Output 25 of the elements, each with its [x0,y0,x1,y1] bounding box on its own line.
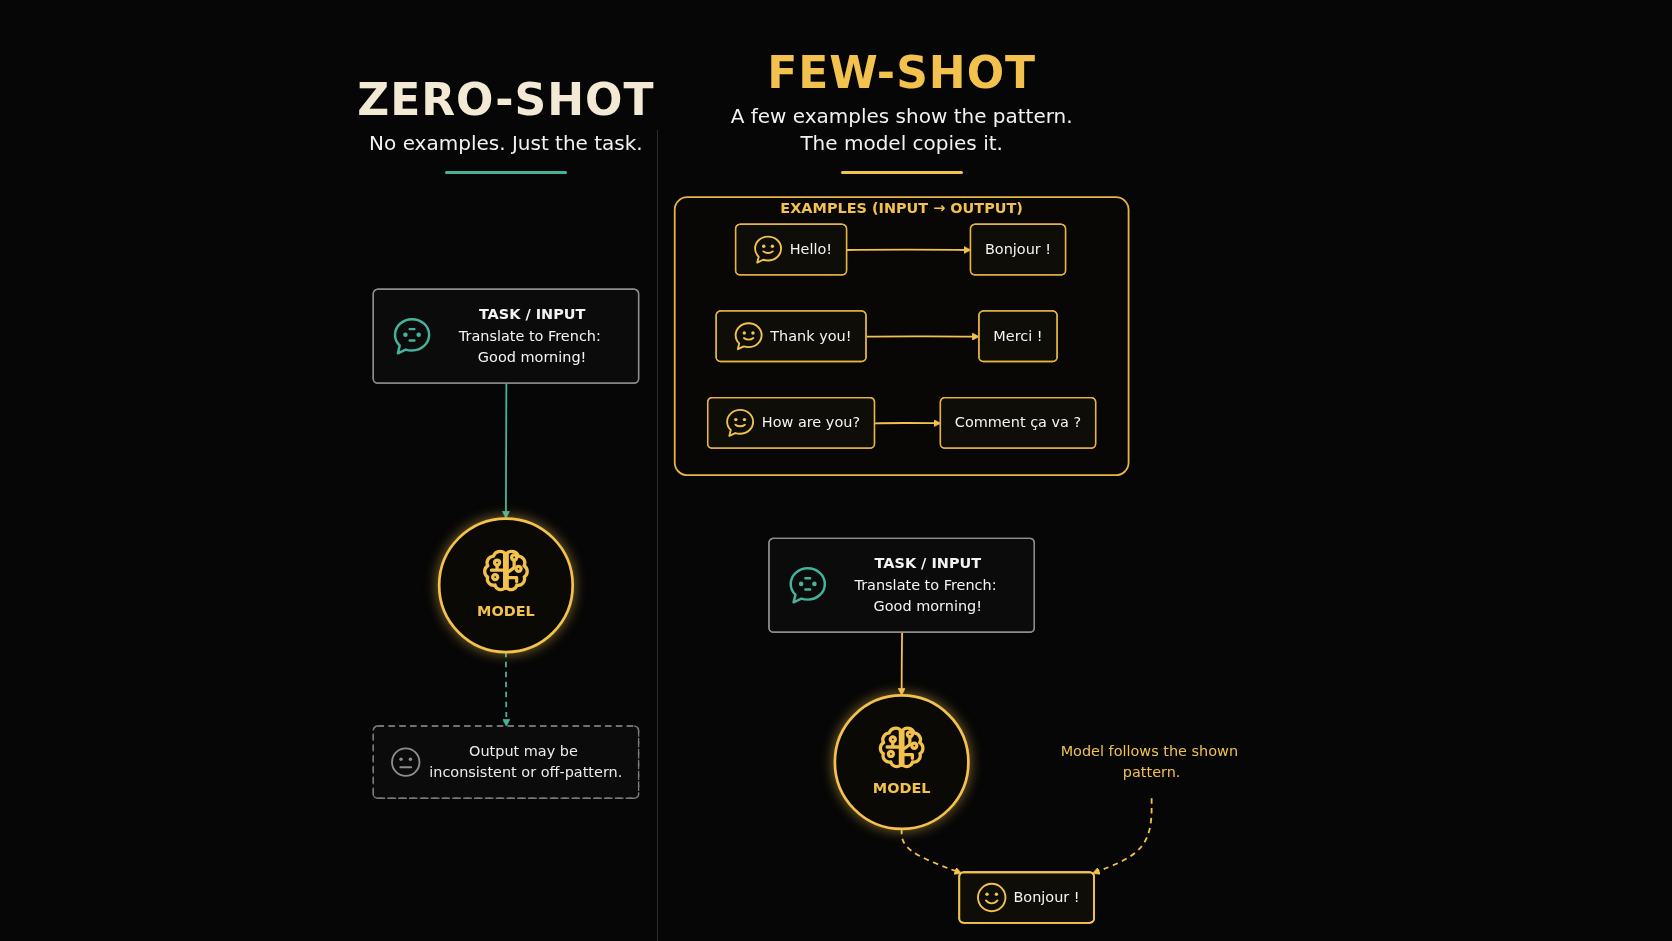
panel-title: EXAMPLES (INPUT → OUTPUT) [780,199,1023,217]
node-text: Hello! [789,240,833,258]
node-text: MODEL [872,779,931,797]
node-text: Merci ! [993,327,1043,345]
section-title: ZERO-SHOT [357,75,655,126]
node-text: Comment ça va ? [954,413,1082,431]
node-text: How are you? [761,413,861,431]
arrow [900,828,963,875]
subtitle: No examples. Just the task. [368,130,644,157]
arrow [502,651,511,727]
annotation-text: Model follows the shown pattern. [1060,742,1240,782]
section-heading: TASK / INPUT [874,554,982,572]
node-text: Thank you! [770,327,852,345]
node-text: Translate to French: Good morning! [854,576,998,616]
node-text: Bonjour ! [1013,888,1080,906]
node-text: Bonjour ! [984,240,1052,258]
arrow [501,382,510,519]
node-text: MODEL [477,602,535,620]
arrow [1092,797,1153,875]
node-text: Output may be inconsistent or off-pattern. [429,742,623,782]
arrow [897,631,906,696]
section-heading: TASK / INPUT [478,305,586,323]
node-text: Translate to French: Good morning! [458,327,602,366]
section-title: FEW-SHOT [767,48,1037,99]
subtitle: A few examples show the pattern. The model copies it. [729,103,1074,157]
